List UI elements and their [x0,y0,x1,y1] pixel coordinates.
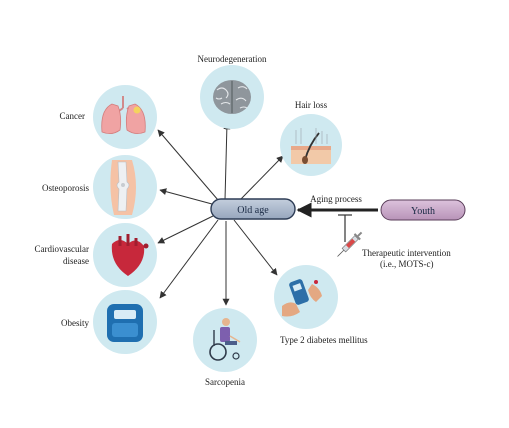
node-osteoporosis: Osteoporosis [42,155,157,219]
intervention-label-line2: (i.e., MOTS-c) [380,259,434,269]
node-neurodegeneration: Neurodegeneration [198,54,267,129]
sarcopenia-label: Sarcopenia [205,377,245,387]
hair-loss-label: Hair loss [295,100,328,110]
cardiovascular-label-line2: disease [63,256,89,266]
lungs-tumor-icon [101,96,146,134]
weighing-scale-icon [107,304,143,342]
arrow-to-neurodegeneration [223,122,231,201]
brain-icon [213,80,251,114]
node-obesity: Obesity [61,290,157,354]
hair-follicle-icon [291,128,331,164]
node-cancer: Cancer [60,85,157,149]
node-hair-loss: Hair loss [280,100,342,176]
neurodegeneration-label: Neurodegeneration [198,54,267,64]
obesity-label: Obesity [61,318,89,328]
arrow-to-hair-loss [239,155,284,201]
old-age-node: Old age [210,198,296,220]
node-type2-diabetes: Type 2 diabetes mellitus [274,265,368,345]
glucose-meter-icon [282,279,322,317]
arrow-to-type2-diabetes [233,219,278,276]
wheelchair-elder-icon [209,318,241,361]
arrow-to-cardiovascular [157,215,214,244]
old-age-label: Old age [237,205,269,216]
inhibition-marker [338,214,352,242]
aging-process-label: Aging process [310,194,362,204]
arrow-to-osteoporosis [159,188,213,205]
knee-joint-icon [110,160,136,215]
syringe-icon [337,231,363,257]
intervention-label-line1: Therapeutic intervention [362,248,451,258]
osteoporosis-label: Osteoporosis [42,183,89,193]
youth-label: Youth [411,206,435,217]
cardiovascular-label-line1: Cardiovascular [35,244,89,254]
node-cardiovascular: Cardiovascular disease [35,223,157,287]
cancer-label: Cancer [60,111,85,121]
arrow-to-obesity [159,219,219,299]
youth-node: Youth [380,199,466,221]
node-sarcopenia: Sarcopenia [193,308,257,387]
arrow-to-cancer [157,129,219,201]
radiating-arrows [157,122,284,306]
heart-icon [111,234,149,276]
type2-diabetes-label: Type 2 diabetes mellitus [280,335,368,345]
